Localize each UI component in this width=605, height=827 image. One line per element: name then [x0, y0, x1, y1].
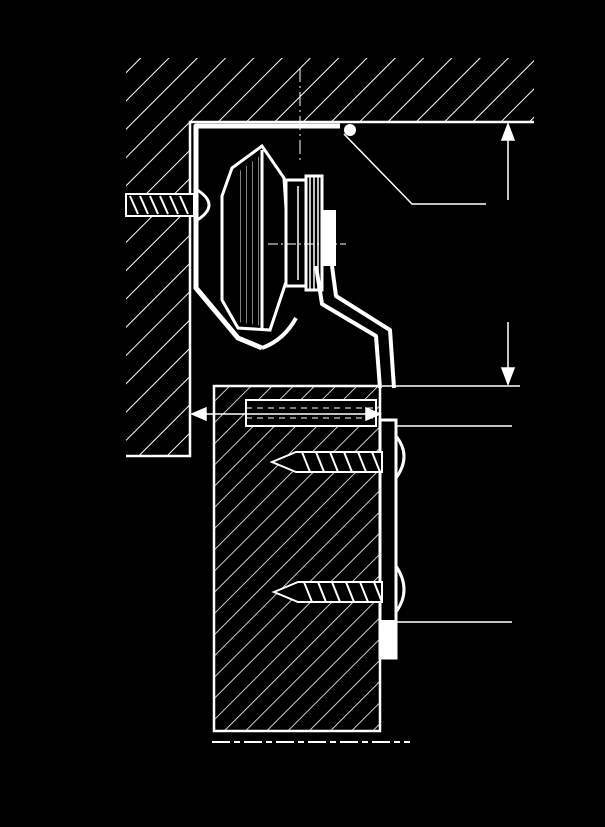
roller-wheel — [222, 146, 336, 330]
leader-lines — [344, 134, 512, 622]
screw-lower — [274, 582, 382, 602]
dimension-horizontal — [192, 408, 380, 420]
door-panel — [214, 386, 380, 731]
hanger-bracket — [316, 266, 394, 388]
fixing-plate — [380, 420, 404, 658]
screw-upper — [272, 452, 382, 472]
centerlines — [268, 68, 346, 244]
dimension-vertical — [344, 122, 534, 386]
track-profile — [196, 124, 356, 348]
